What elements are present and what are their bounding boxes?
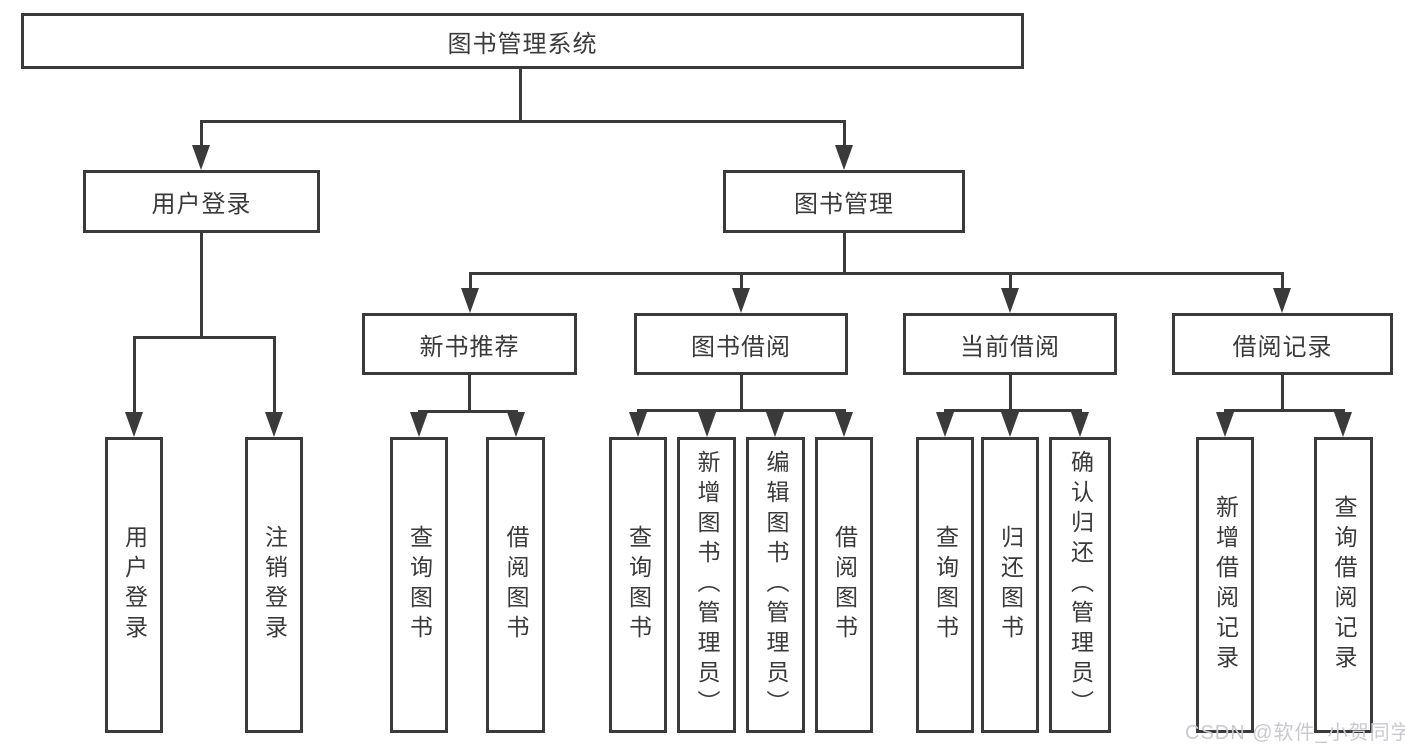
- leaf-user-login: 用户登录: [105, 437, 163, 733]
- leaf-label: 编辑图书（管理员）: [763, 450, 789, 720]
- leaf-label: 注销登录: [261, 525, 288, 645]
- leaf-logout: 注销登录: [245, 437, 303, 733]
- node-root: 图书管理系统: [21, 13, 1024, 69]
- arrow-down-icon: [835, 412, 853, 437]
- arrow-down-icon: [192, 145, 210, 170]
- arrow-down-icon: [629, 412, 647, 437]
- leaf-label: 查询图书: [625, 525, 652, 645]
- arrow-down-icon: [507, 412, 525, 437]
- leaf-borrow-borrow-book: 借阅图书: [815, 437, 873, 733]
- arrow-down-icon: [1001, 412, 1019, 437]
- leaf-records-query-record: 查询借阅记录: [1314, 437, 1373, 733]
- csdn-watermark: CSDN @软件_小贺同学: [1185, 722, 1405, 744]
- arrow-down-icon: [835, 145, 853, 170]
- edge-drop-leaf: [133, 336, 136, 413]
- edge-drop-book-borrow: [740, 272, 743, 289]
- leaf-label: 归还图书: [997, 525, 1024, 645]
- node-book-borrow: 图书借阅: [634, 313, 848, 375]
- node-current-borrow: 当前借阅: [903, 313, 1117, 375]
- arrow-down-icon: [265, 412, 283, 437]
- edge-book-mgmt-stem: [843, 233, 846, 272]
- edge-drop-current-borrow: [1009, 272, 1012, 289]
- node-borrow-records: 借阅记录: [1172, 313, 1393, 375]
- arrow-down-icon: [766, 412, 784, 437]
- arrow-down-icon: [1001, 288, 1019, 313]
- node-user-login: 用户登录: [83, 170, 320, 233]
- edge-drop-leaf: [273, 336, 276, 413]
- leaf-borrow-edit-book-admin: 编辑图书（管理员）: [746, 437, 805, 733]
- edge-book-borrow-rail: [637, 409, 846, 412]
- edge-drop-book-mgmt: [843, 120, 846, 146]
- arrow-down-icon: [732, 288, 750, 313]
- leaf-label: 查询图书: [932, 525, 959, 645]
- edge-root-rail: [200, 120, 846, 123]
- edge-user-login-stem: [200, 233, 203, 336]
- node-new-book-rec: 新书推荐: [362, 313, 577, 375]
- arrow-down-icon: [1334, 412, 1352, 437]
- leaf-current-query-book: 查询图书: [916, 437, 974, 733]
- edge-new-book-rec-stem: [468, 375, 471, 410]
- arrow-down-icon: [936, 412, 954, 437]
- arrow-down-icon: [410, 412, 428, 437]
- leaf-label: 查询借阅记录: [1331, 495, 1357, 675]
- edge-drop-new-book-rec: [469, 272, 472, 289]
- edge-drop-user-login: [200, 120, 203, 146]
- leaf-label: 确认归还（管理员）: [1067, 450, 1094, 720]
- edge-borrow-records-rail: [1224, 409, 1345, 412]
- leaf-label: 查询图书: [406, 525, 433, 645]
- leaf-current-return-book: 归还图书: [981, 437, 1039, 733]
- edge-user-login-rail: [133, 336, 276, 339]
- leaf-label: 借阅图书: [831, 525, 858, 645]
- leaf-label: 用户登录: [121, 525, 148, 645]
- edge-book-mgmt-rail: [469, 272, 1283, 275]
- leaf-borrow-add-book-admin: 新增图书（管理员）: [677, 437, 736, 733]
- edge-current-borrow-rail: [944, 409, 1082, 412]
- leaf-label: 新增借阅记录: [1212, 495, 1239, 675]
- edge-book-borrow-stem: [740, 375, 743, 409]
- leaf-newrec-query-book: 查询图书: [390, 437, 448, 733]
- edge-root-stem: [519, 69, 522, 120]
- arrow-down-icon: [1071, 412, 1089, 437]
- arrow-down-icon: [1273, 288, 1291, 313]
- edge-drop-borrow-records: [1281, 272, 1284, 289]
- leaf-current-confirm-return-admin: 确认归还（管理员）: [1049, 437, 1111, 733]
- leaf-newrec-borrow-book: 借阅图书: [486, 437, 545, 733]
- leaf-borrow-query-book: 查询图书: [609, 437, 667, 733]
- leaf-records-add-record: 新增借阅记录: [1196, 437, 1254, 733]
- arrow-down-icon: [125, 412, 143, 437]
- arrow-down-icon: [698, 412, 716, 437]
- arrow-down-icon: [1216, 412, 1234, 437]
- edge-current-borrow-stem: [1009, 375, 1012, 409]
- leaf-label: 新增图书（管理员）: [694, 450, 720, 720]
- edge-borrow-records-stem: [1281, 375, 1284, 409]
- leaf-label: 借阅图书: [503, 525, 529, 645]
- arrow-down-icon: [461, 288, 479, 313]
- edge-new-book-rec-rail: [418, 410, 518, 413]
- node-book-mgmt: 图书管理: [723, 170, 965, 233]
